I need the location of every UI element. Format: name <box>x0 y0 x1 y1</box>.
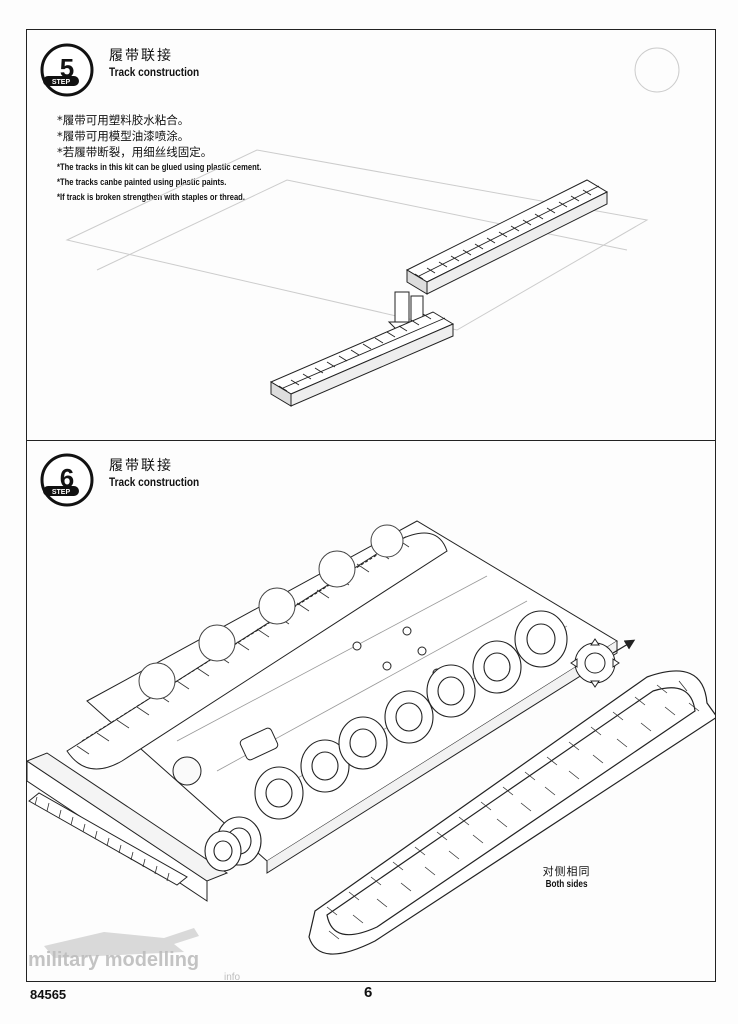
note-cn-1: *履带可用塑料胶水粘合。 <box>57 113 190 127</box>
step-6-hull-drawing <box>27 520 715 955</box>
both-sides-callout: 对侧相同 Both sides <box>541 863 592 890</box>
note-cn-2: *履带可用模型油漆喷涂。 <box>57 129 190 143</box>
lower-track-segment <box>269 311 455 407</box>
step-6-title-en: Track construction <box>109 474 200 489</box>
assembly-arrow <box>612 639 636 654</box>
watermark-logo: military modelling info <box>28 928 241 983</box>
both-sides-cn: 对侧相同 <box>542 865 591 878</box>
step-5-notes: *履带可用塑料胶水粘合。 *履带可用模型油漆喷涂。 *若履带断裂，用细丝线固定。… <box>57 112 313 205</box>
upper-track-segment <box>405 179 609 295</box>
step-6-title: 履带联接 Track construction <box>109 458 216 489</box>
note-en-1: *The tracks in this kit can be glued usi… <box>57 162 262 173</box>
partial-track-left <box>28 792 188 886</box>
hull-floor <box>86 520 618 874</box>
both-sides-en: Both sides <box>545 879 588 890</box>
step-5-number: 5 <box>60 53 74 83</box>
far-track <box>66 524 448 770</box>
step-6-word: STEP <box>52 489 71 496</box>
step-6-number: 6 <box>60 463 74 493</box>
note-en-2: *The tracks canbe painted using plastic … <box>57 177 227 188</box>
page-number: 6 <box>364 984 373 1001</box>
instruction-frame: 5 STEP 履带联接 Track construction *履带可用塑料胶水… <box>26 29 716 982</box>
drive-sprocket <box>570 638 620 688</box>
watermark-text: military modelling <box>28 949 199 971</box>
note-en-3: *If track is broken strengthen with stap… <box>57 192 245 203</box>
note-cn-3: *若履带断裂，用细丝线固定。 <box>57 145 213 159</box>
step-5-badge: 5 STEP <box>40 43 94 97</box>
step-6-badge: 6 STEP <box>40 453 94 507</box>
step-5-track-drawing <box>65 47 680 407</box>
idler-wheel <box>204 830 242 872</box>
step-6-title-cn: 履带联接 <box>109 458 173 474</box>
step-divider <box>27 440 715 441</box>
kit-code: 84565 <box>30 987 67 1002</box>
step-5-title-en: Track construction <box>109 64 200 79</box>
step-5-word: STEP <box>52 79 71 86</box>
step-5-title-cn: 履带联接 <box>109 48 173 64</box>
step-5-title: 履带联接 Track construction <box>109 48 216 79</box>
full-track-loop <box>308 670 715 955</box>
watermark-suffix: info <box>224 972 241 983</box>
